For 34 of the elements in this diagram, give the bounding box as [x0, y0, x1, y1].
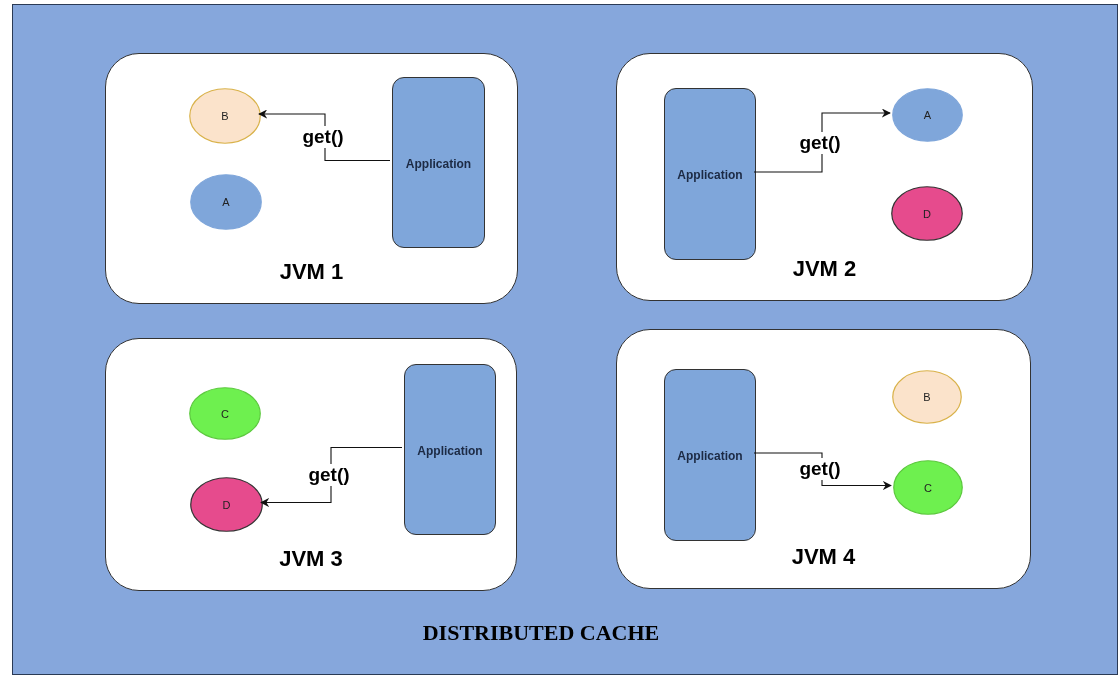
box-label: Application	[676, 448, 744, 464]
entry-label: A	[221, 195, 231, 209]
jvm-panel	[616, 53, 1033, 301]
box-label: Application	[404, 155, 473, 172]
panel-title: JVM 3	[278, 546, 344, 572]
entry-label: C	[220, 406, 230, 421]
diagram-background	[12, 4, 1118, 675]
jvm-panel	[616, 329, 1031, 589]
panel-title: JVM 2	[791, 256, 858, 282]
connector-arrow	[258, 109, 391, 162]
entry-label: B	[220, 109, 230, 123]
entry-label: D	[922, 206, 932, 221]
entry-label: B	[922, 390, 932, 404]
edge-label: get()	[307, 464, 351, 486]
application-box	[404, 364, 496, 535]
box-label: Application	[676, 167, 744, 183]
jvm-panel	[105, 53, 518, 304]
connector-arrow	[753, 452, 892, 490]
entry-label: C	[923, 480, 933, 495]
jvm-panel	[105, 338, 517, 591]
entry-label: D	[221, 497, 232, 512]
edge-label: get()	[301, 126, 345, 149]
edge-label: get()	[798, 458, 842, 481]
container-label: DISTRIBUTED CACHE	[421, 620, 661, 646]
box-label: Application	[416, 442, 484, 459]
panel-title: JVM 1	[278, 259, 345, 285]
application-box	[392, 77, 485, 248]
panel-title: JVM 4	[790, 544, 857, 570]
entry-label: A	[922, 108, 933, 122]
application-box	[664, 88, 756, 260]
connector-arrow	[753, 108, 891, 173]
edge-label: get()	[798, 131, 842, 154]
connector-arrow	[260, 446, 403, 507]
application-box	[664, 369, 756, 541]
